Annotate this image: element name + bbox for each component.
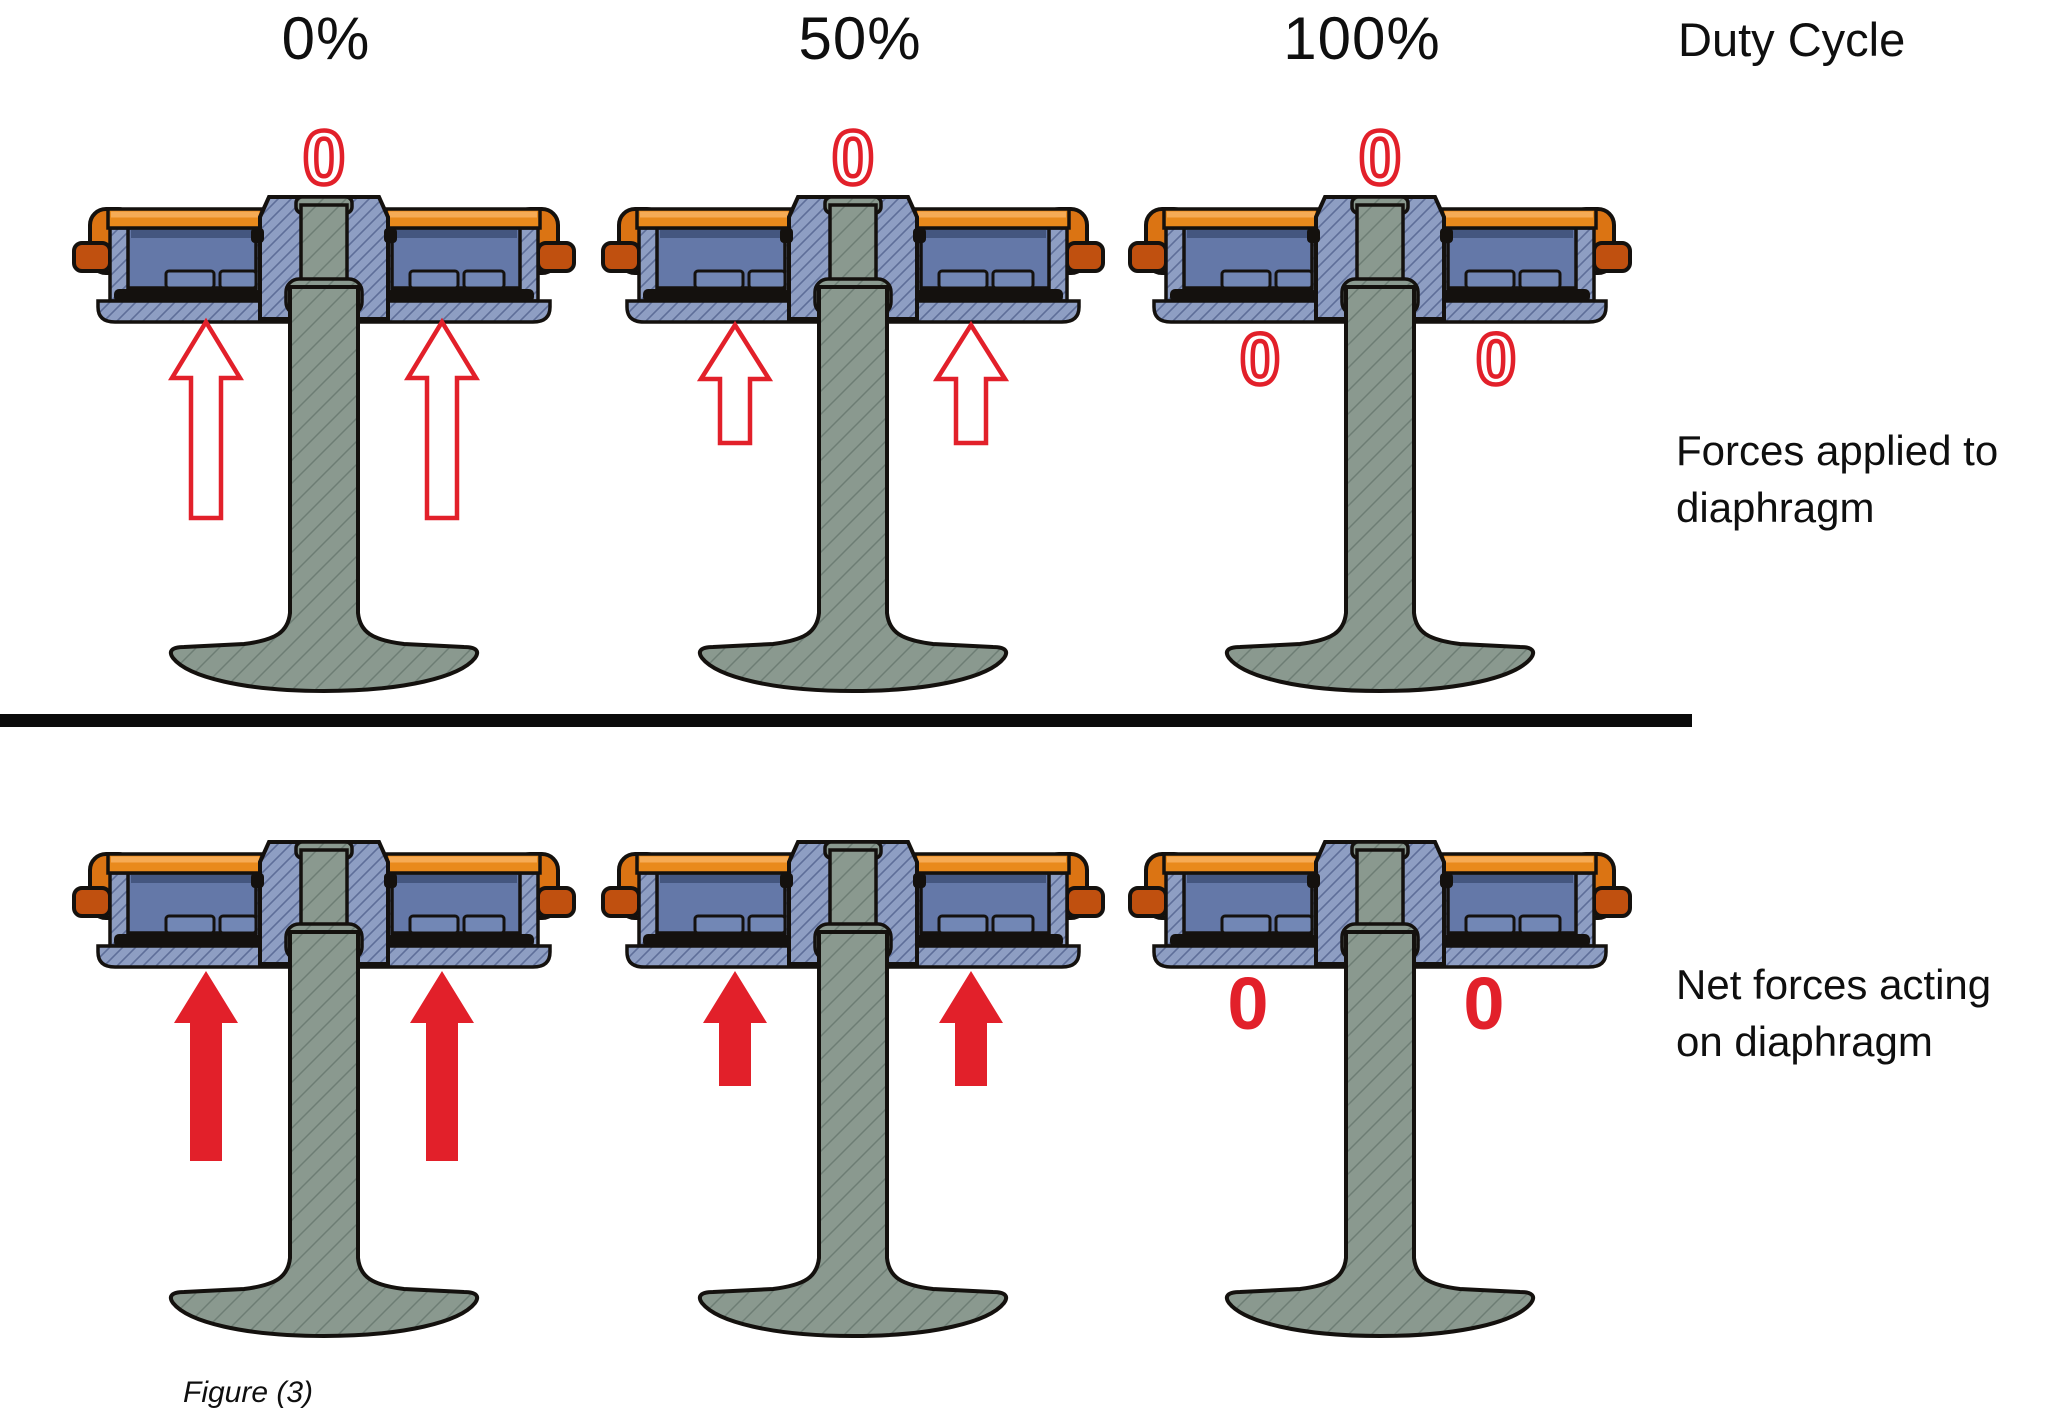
applied-forces-row-label-line2: diaphragm — [1676, 484, 1875, 531]
net-forces-row-label: Net forces acting on diaphragm — [1676, 956, 1991, 1070]
applied-force-zero-50pct: 0 — [832, 116, 874, 201]
row-divider-line — [0, 714, 1692, 727]
net-forces-row-label-line2: on diaphragm — [1676, 1018, 1933, 1065]
figure-caption: Figure (3) — [183, 1376, 314, 1409]
applied-forces-row-label: Forces applied to diaphragm — [1676, 422, 1998, 536]
net-force-zero-right-100pct: 0 — [1463, 962, 1504, 1045]
applied-force-zero-right-100pct: 0 — [1476, 320, 1516, 400]
column-header-100pct: 100% — [1283, 5, 1441, 72]
column-header-0pct: 0% — [281, 5, 371, 72]
column-header-50pct: 50% — [798, 5, 922, 72]
applied-forces-row-label-line1: Forces applied to — [1676, 427, 1999, 474]
applied-force-zero-0pct: 0 — [303, 116, 345, 201]
duty-cycle-axis-label: Duty Cycle — [1678, 13, 1906, 66]
net-forces-row-label-line1: Net forces acting — [1676, 961, 1992, 1008]
applied-force-zero-left-100pct: 0 — [1240, 320, 1280, 400]
net-force-zero-left-100pct: 0 — [1227, 962, 1268, 1045]
applied-force-zero-100pct: 0 — [1359, 116, 1401, 201]
